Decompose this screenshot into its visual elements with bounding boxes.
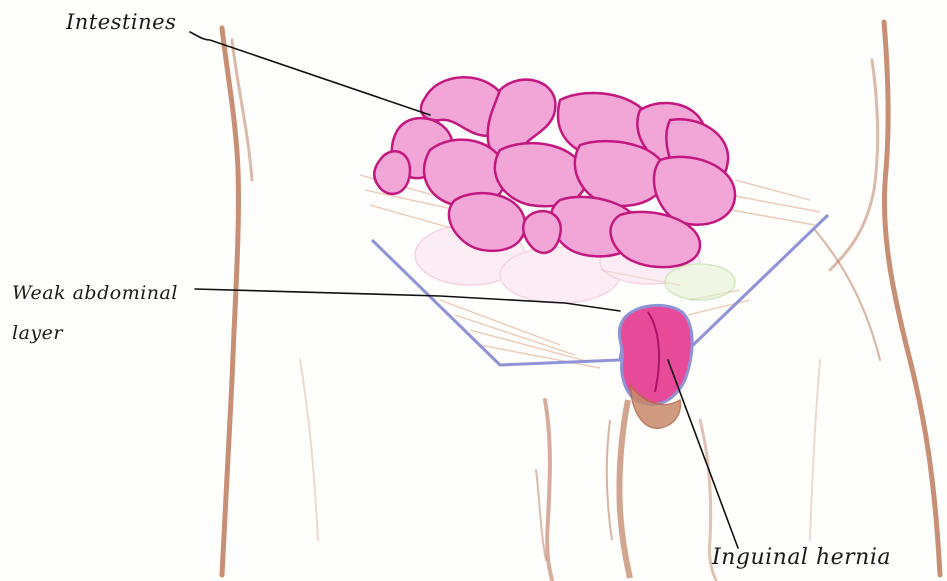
left-thigh-shadow <box>536 470 546 560</box>
intestine-loop <box>523 211 561 253</box>
label-weak-abdominal-layer: Weak abdominal <box>12 282 178 304</box>
right-torso-shading <box>830 60 878 270</box>
left-hip-line <box>300 360 318 540</box>
label-weak-abdominal-layer-line2: layer <box>12 322 63 344</box>
intestine-loop <box>374 151 410 194</box>
left-thigh-inner <box>545 400 552 580</box>
label-inguinal-hernia: Inguinal hernia <box>712 545 891 570</box>
right-hip-line <box>810 360 820 540</box>
spermatic-cord-shadow <box>607 420 612 540</box>
left-torso-contour <box>222 28 238 575</box>
leader-line-hernia <box>668 360 738 548</box>
label-intestines: Intestines <box>66 10 176 34</box>
spermatic-cord <box>619 400 630 578</box>
inguinal-hernia <box>607 305 692 578</box>
right-torso-contour <box>884 22 940 575</box>
